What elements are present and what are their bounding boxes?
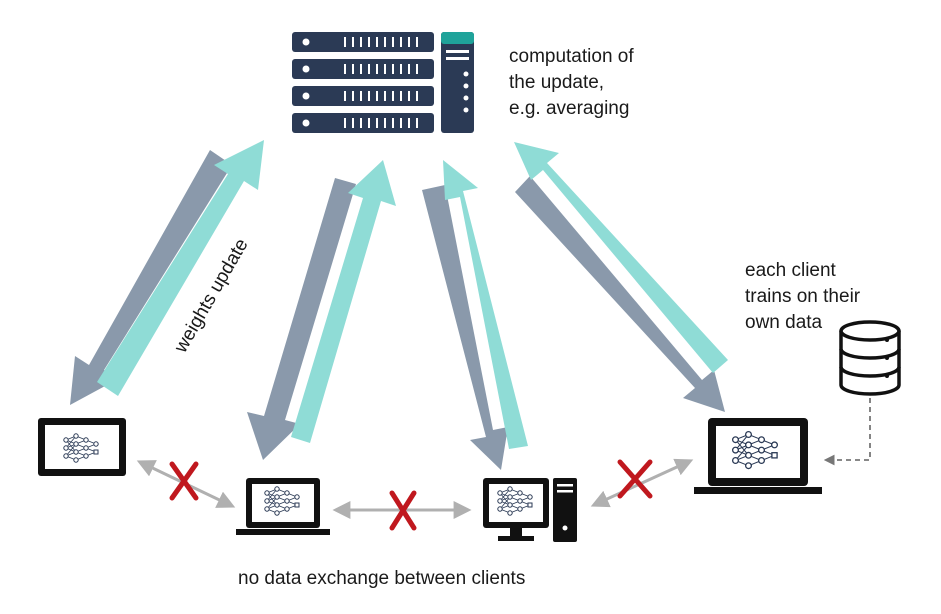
server-note-line-2: the update, — [509, 72, 605, 93]
client-laptop-4 — [694, 418, 822, 494]
database-icon — [839, 320, 901, 396]
laptop-icon — [38, 418, 126, 476]
red-x-icon — [169, 461, 199, 501]
client-laptop-1 — [38, 418, 126, 476]
server-note: computation of the update, e.g. averagin… — [509, 44, 634, 122]
client-laptop-2 — [236, 478, 330, 535]
arrow-down-4 — [515, 176, 725, 412]
client-note-line-3: own data — [745, 312, 823, 333]
data-feed-arrow — [823, 398, 871, 466]
server-note-line-3: e.g. averaging — [509, 98, 630, 119]
server-rack-icon — [292, 32, 474, 133]
arrow-up-4 — [514, 142, 728, 373]
distribution-arrows — [70, 140, 728, 470]
arrow-down-3 — [422, 185, 508, 470]
laptop-icon — [236, 478, 330, 535]
arrow-up-1 — [97, 140, 264, 396]
arrow-up-2 — [291, 160, 396, 443]
blocked-links — [136, 458, 694, 531]
client-note: each client trains on their own data — [745, 258, 860, 336]
laptop-icon — [694, 418, 822, 494]
client-desktop-3 — [483, 478, 577, 542]
arrow-down-1 — [70, 150, 232, 405]
server-note-line-1: computation of — [509, 46, 634, 67]
red-x-icon — [617, 459, 653, 499]
arrow-up-3 — [443, 160, 528, 449]
red-x-icon — [389, 490, 417, 531]
arrow-down-2 — [247, 178, 356, 460]
client-note-line-2: trains on their — [745, 286, 861, 307]
desktop-computer-icon — [483, 478, 577, 542]
bottom-note: no data exchange between clients — [238, 568, 526, 589]
client-note-line-1: each client — [745, 260, 836, 281]
